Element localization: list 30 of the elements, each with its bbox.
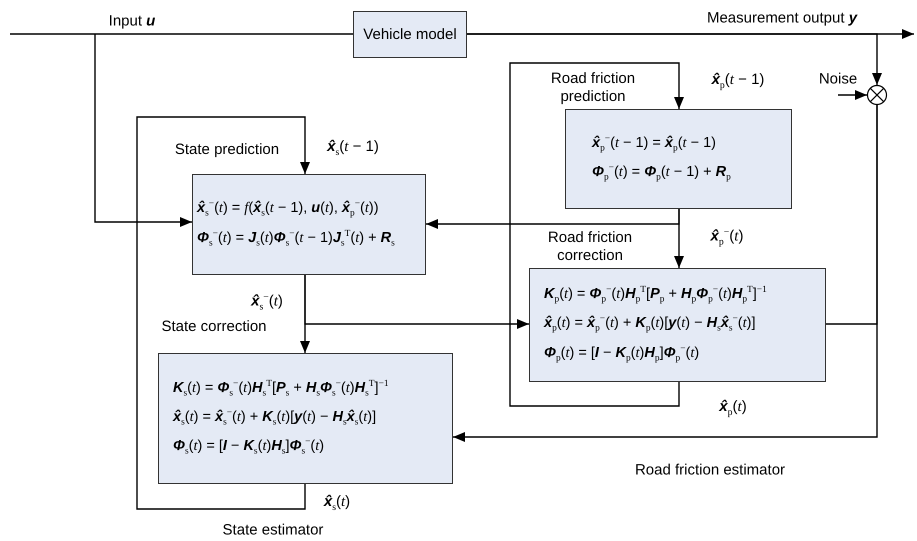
signal-label: x̂$_{p}$(t) [717,398,749,418]
arrow [426,209,680,229]
block-heading: Road friction prediction [550,70,636,106]
block-heading: State correction [160,318,268,336]
equation: x̂$_{p}$(t) = x̂$_{p}$$^{−}$(t) + K$_{p}$(t)[y(t) − H$_{s}$x̂$_{s}$$^{−}$(t)] [544,314,756,336]
equation: Φ$_{p}$$^{−}$(t) = Φ$_{p}$(t − 1) + R$_{p}$ [592,163,731,184]
equation: Φ$_{s}$(t) = [I − K$_{s}$(t)H$_{s}$]Φ$_{s}$$^{−}$(t) [173,437,324,458]
equation: x̂$_{p}$$^{−}$(t − 1) = x̂$_{p}$(t − 1) [592,134,716,155]
arrow [509,62,684,407]
arrow [136,116,310,510]
signal-label: x̂$_{s}$(t) [322,493,352,513]
block-label: Vehicle model [363,26,457,44]
equation: x̂$_{s}$(t) = x̂$_{s}$$^{−}$(t) + K$_{s}$(t)[y(t) − H$_{s}$x̂$_{s}$(t)] [173,408,376,429]
edge-label: x̂$_{p}$$^{−}$(t) [708,226,746,248]
equation: K$_{p}$(t) = Φ$_{p}$$^{−}$(t)H$_{p}$$^{T}$[P$_{p}$ + H$_{p}$Φ$_{p}$$^{−}$(t)H$_{p}$$^{T}$]$^{−1}$ [544,285,767,306]
equation: Φ$_{p}$(t) = [I − K$_{p}$(t)H$_{p}$]Φ$_{p}$$^{−}$(t) [544,344,700,365]
arrow [304,275,529,329]
equation: K$_{s}$(t) = Φ$_{s}$$^{−}$(t)H$_{s}$$^{T}$[P$_{s}$ + H$_{s}$Φ$_{s}$$^{−}$(t)H$_{s}$$^{T}$]$^{−1}$ [173,378,389,400]
connector-line [826,105,878,325]
connector-line [10,33,353,35]
arrow [838,90,867,100]
equation: Φ$_{s}$$^{−}$(t) = J$_{s}$(t)Φ$_{s}$$^{−}$(t − 1)J$_{s}$$^{T}$(t) + R$_{s}$ [197,228,395,250]
arrow [467,33,882,85]
edge-label: x̂$_{s}$(t − 1) [325,138,381,158]
edge-label: x̂$_{s}$$^{−}$(t) [249,292,285,312]
edge-label: x̂$_{p}$(t − 1) [710,71,766,91]
block-heading: State prediction [174,141,280,159]
block-heading: Road friction correction [546,229,634,265]
equation: x̂$_{s}$$^{−}$(t) = f(x̂$_{s}$(t − 1), u(t), x̂$_{p}$$^{−}$(t)) [197,199,379,220]
arrow [94,34,192,227]
